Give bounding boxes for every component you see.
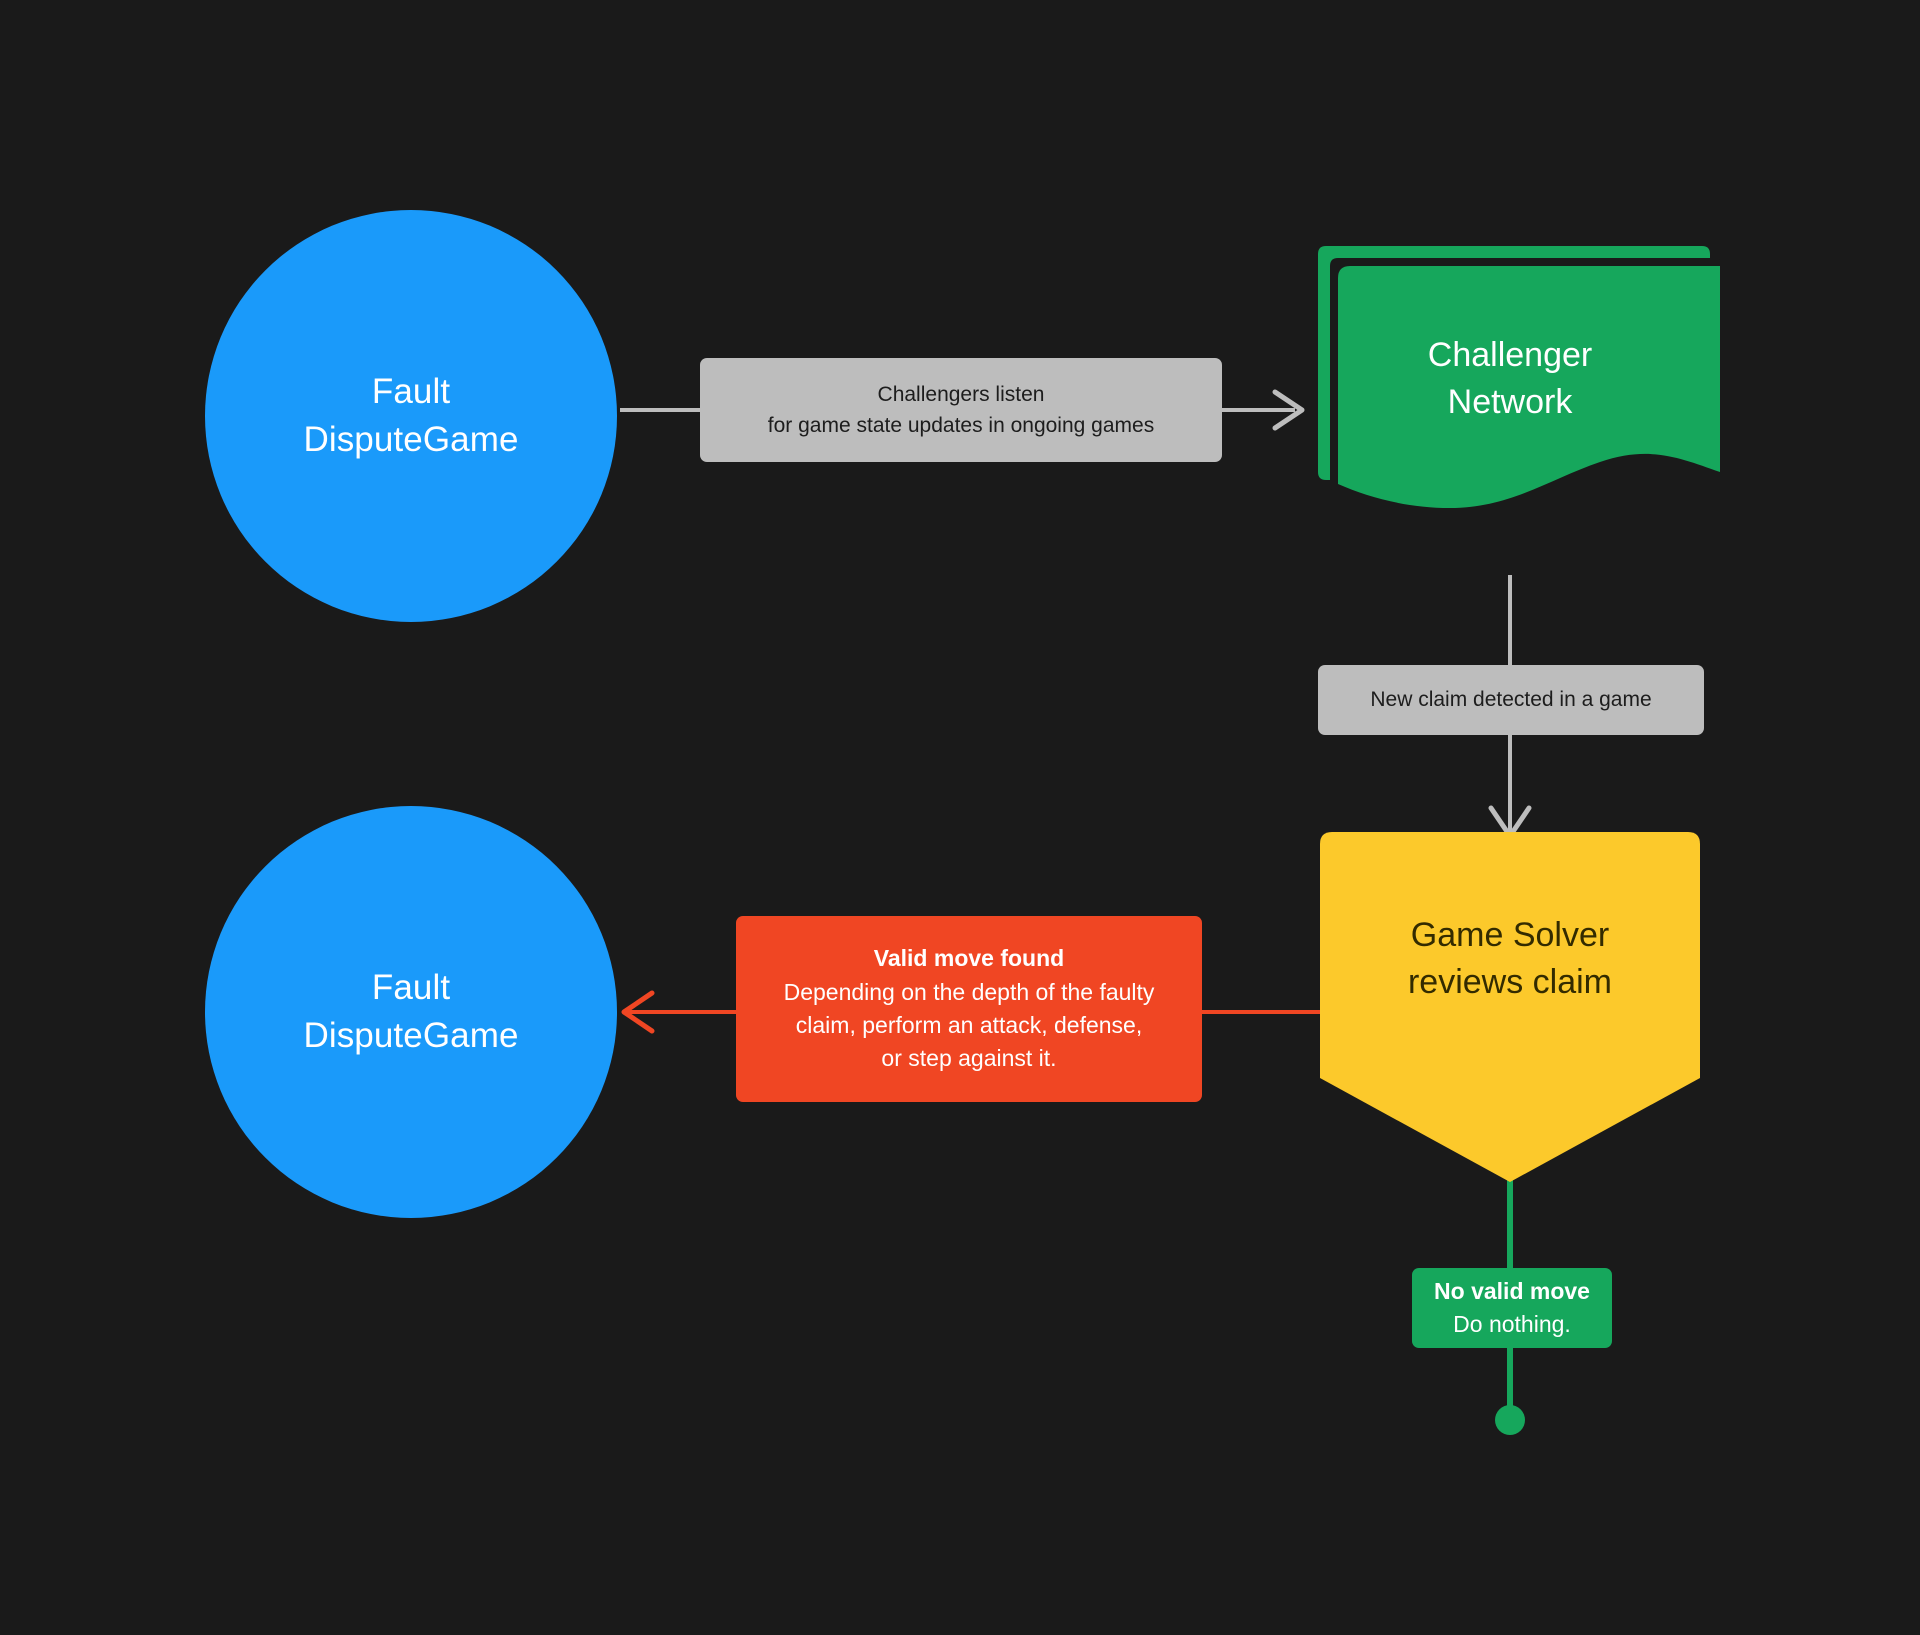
- node-line: Fault: [371, 968, 451, 1008]
- node-line: Fault: [371, 372, 451, 412]
- node-line: DisputeGame: [303, 420, 519, 459]
- edge-label-new-claim-detected: New claim detected in a game: [1318, 665, 1704, 735]
- edge-label-valid-move-found: Valid move found Depending on the depth …: [736, 916, 1202, 1102]
- node-line: Challenger: [1427, 336, 1593, 374]
- edge-label-challengers-listen: Challengers listen for game state update…: [700, 358, 1222, 462]
- edge-label-line: No valid move: [1434, 1277, 1590, 1304]
- edge-label-line: Challengers listen: [877, 382, 1045, 406]
- node-line: DisputeGame: [303, 1016, 519, 1055]
- pentagon-shape-icon: [1320, 832, 1700, 1182]
- node-line: reviews claim: [1407, 963, 1613, 1002]
- edge-label-line: Depending on the depth of the faulty: [783, 978, 1155, 1005]
- multi-document-icon: [1318, 246, 1722, 508]
- node-line: Game Solver: [1410, 916, 1610, 954]
- edge-label-no-valid-move: No valid move Do nothing.: [1412, 1268, 1612, 1348]
- edge-label-line: claim, perform an attack, defense,: [795, 1012, 1143, 1038]
- edge-label-line: Valid move found: [873, 945, 1065, 972]
- arrowhead-listen-icon: [1272, 389, 1305, 431]
- node-game-solver-label: Game Solver reviews claim: [1320, 912, 1700, 1007]
- edge-label-line: Do nothing.: [1453, 1311, 1571, 1337]
- node-game-solver[interactable]: Game Solver reviews claim: [1320, 832, 1700, 1182]
- terminal-dot: [1495, 1405, 1525, 1435]
- node-fault-dispute-game-bottom[interactable]: Fault DisputeGame: [205, 806, 617, 1218]
- edge-label-line: for game state updates in ongoing games: [767, 414, 1155, 437]
- node-fault-dispute-game-top[interactable]: Fault DisputeGame: [205, 210, 617, 622]
- arrowhead-validmove-icon: [621, 990, 655, 1034]
- node-challenger-network[interactable]: Challenger Network: [1300, 240, 1722, 580]
- edge-label-line: New claim detected in a game: [1370, 688, 1652, 712]
- edge-label-line: or step against it.: [881, 1045, 1057, 1072]
- node-challenger-network-label: Challenger Network: [1300, 332, 1720, 426]
- node-line: Network: [1447, 382, 1573, 421]
